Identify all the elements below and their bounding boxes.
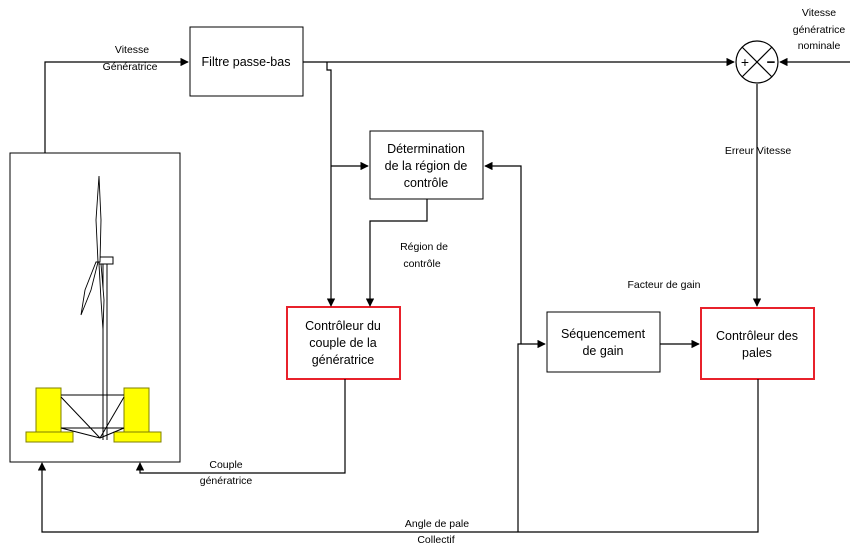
pitch-label-line-2: pales bbox=[742, 346, 772, 360]
gain-label-line-1: Séquencement bbox=[561, 327, 646, 341]
pitch-to-region-line bbox=[484, 161, 522, 344]
nominal-speed-label-2: génératrice bbox=[793, 24, 846, 36]
floating-platform-image bbox=[25, 175, 162, 443]
blade-lower-left bbox=[80, 261, 99, 316]
region-label-line-2: de la région de bbox=[385, 159, 468, 173]
pitch-label-line-1: Contrôleur des bbox=[716, 329, 798, 343]
generator-speed-line bbox=[44, 57, 189, 153]
float-base-left bbox=[25, 431, 74, 443]
region-label-line-3: contrôle bbox=[404, 176, 449, 190]
generator-speed-label-1: Vitesse bbox=[115, 44, 149, 56]
float-column-left bbox=[35, 387, 62, 435]
generator-torque-label-2: génératrice bbox=[200, 475, 253, 487]
filter-label: Filtre passe-bas bbox=[202, 55, 291, 69]
generator-speed-label-2: Génératrice bbox=[103, 61, 158, 73]
gain-label-line-2: de gain bbox=[582, 344, 623, 358]
nacelle bbox=[98, 256, 114, 265]
collective-pitch-label-1: Angle de pale bbox=[405, 518, 469, 530]
collective-pitch-line bbox=[37, 379, 759, 533]
platform-bracing bbox=[60, 394, 125, 439]
generator-torque-label-1: Couple bbox=[209, 459, 242, 471]
region-determination-block: Détermination de la région de contrôle bbox=[369, 130, 484, 200]
blade-lower bbox=[98, 263, 105, 331]
minus-sign: − bbox=[767, 54, 776, 71]
gain-scheduling-block: Séquencement de gain bbox=[546, 311, 661, 373]
speed-to-torque-line bbox=[326, 62, 336, 307]
region-label-line-1: Détermination bbox=[387, 142, 465, 156]
pitch-to-gain-line bbox=[517, 339, 546, 532]
blade-upper bbox=[95, 175, 102, 263]
signal-lines bbox=[37, 57, 850, 533]
torque-command-line bbox=[135, 379, 346, 474]
control-region-label-2: contrôle bbox=[403, 258, 441, 270]
generator-torque-controller-block: Contrôleur du couple de la génératrice bbox=[286, 306, 401, 380]
float-column-right bbox=[123, 387, 150, 435]
wind-turbine-panel bbox=[9, 152, 181, 463]
torque-label-line-3: génératrice bbox=[312, 353, 375, 367]
control-region-label-1: Région de bbox=[400, 241, 448, 253]
control-region-line bbox=[365, 199, 428, 307]
nominal-speed-label-1: Vitesse bbox=[802, 7, 836, 19]
low-pass-filter-block: Filtre passe-bas bbox=[189, 26, 304, 97]
collective-pitch-label-2: Collectif bbox=[417, 534, 454, 546]
summing-junction: + − bbox=[735, 40, 779, 84]
torque-label-line-1: Contrôleur du bbox=[305, 319, 381, 333]
speed-error-label: Erreur Vitesse bbox=[725, 145, 791, 157]
float-base-right bbox=[113, 431, 162, 443]
nominal-speed-label-3: nominale bbox=[798, 40, 841, 52]
pitch-controller-block: Contrôleur des pales bbox=[700, 307, 815, 380]
gain-factor-label: Facteur de gain bbox=[628, 279, 701, 291]
plus-sign: + bbox=[741, 54, 749, 70]
torque-label-line-2: couple de la bbox=[309, 336, 376, 350]
